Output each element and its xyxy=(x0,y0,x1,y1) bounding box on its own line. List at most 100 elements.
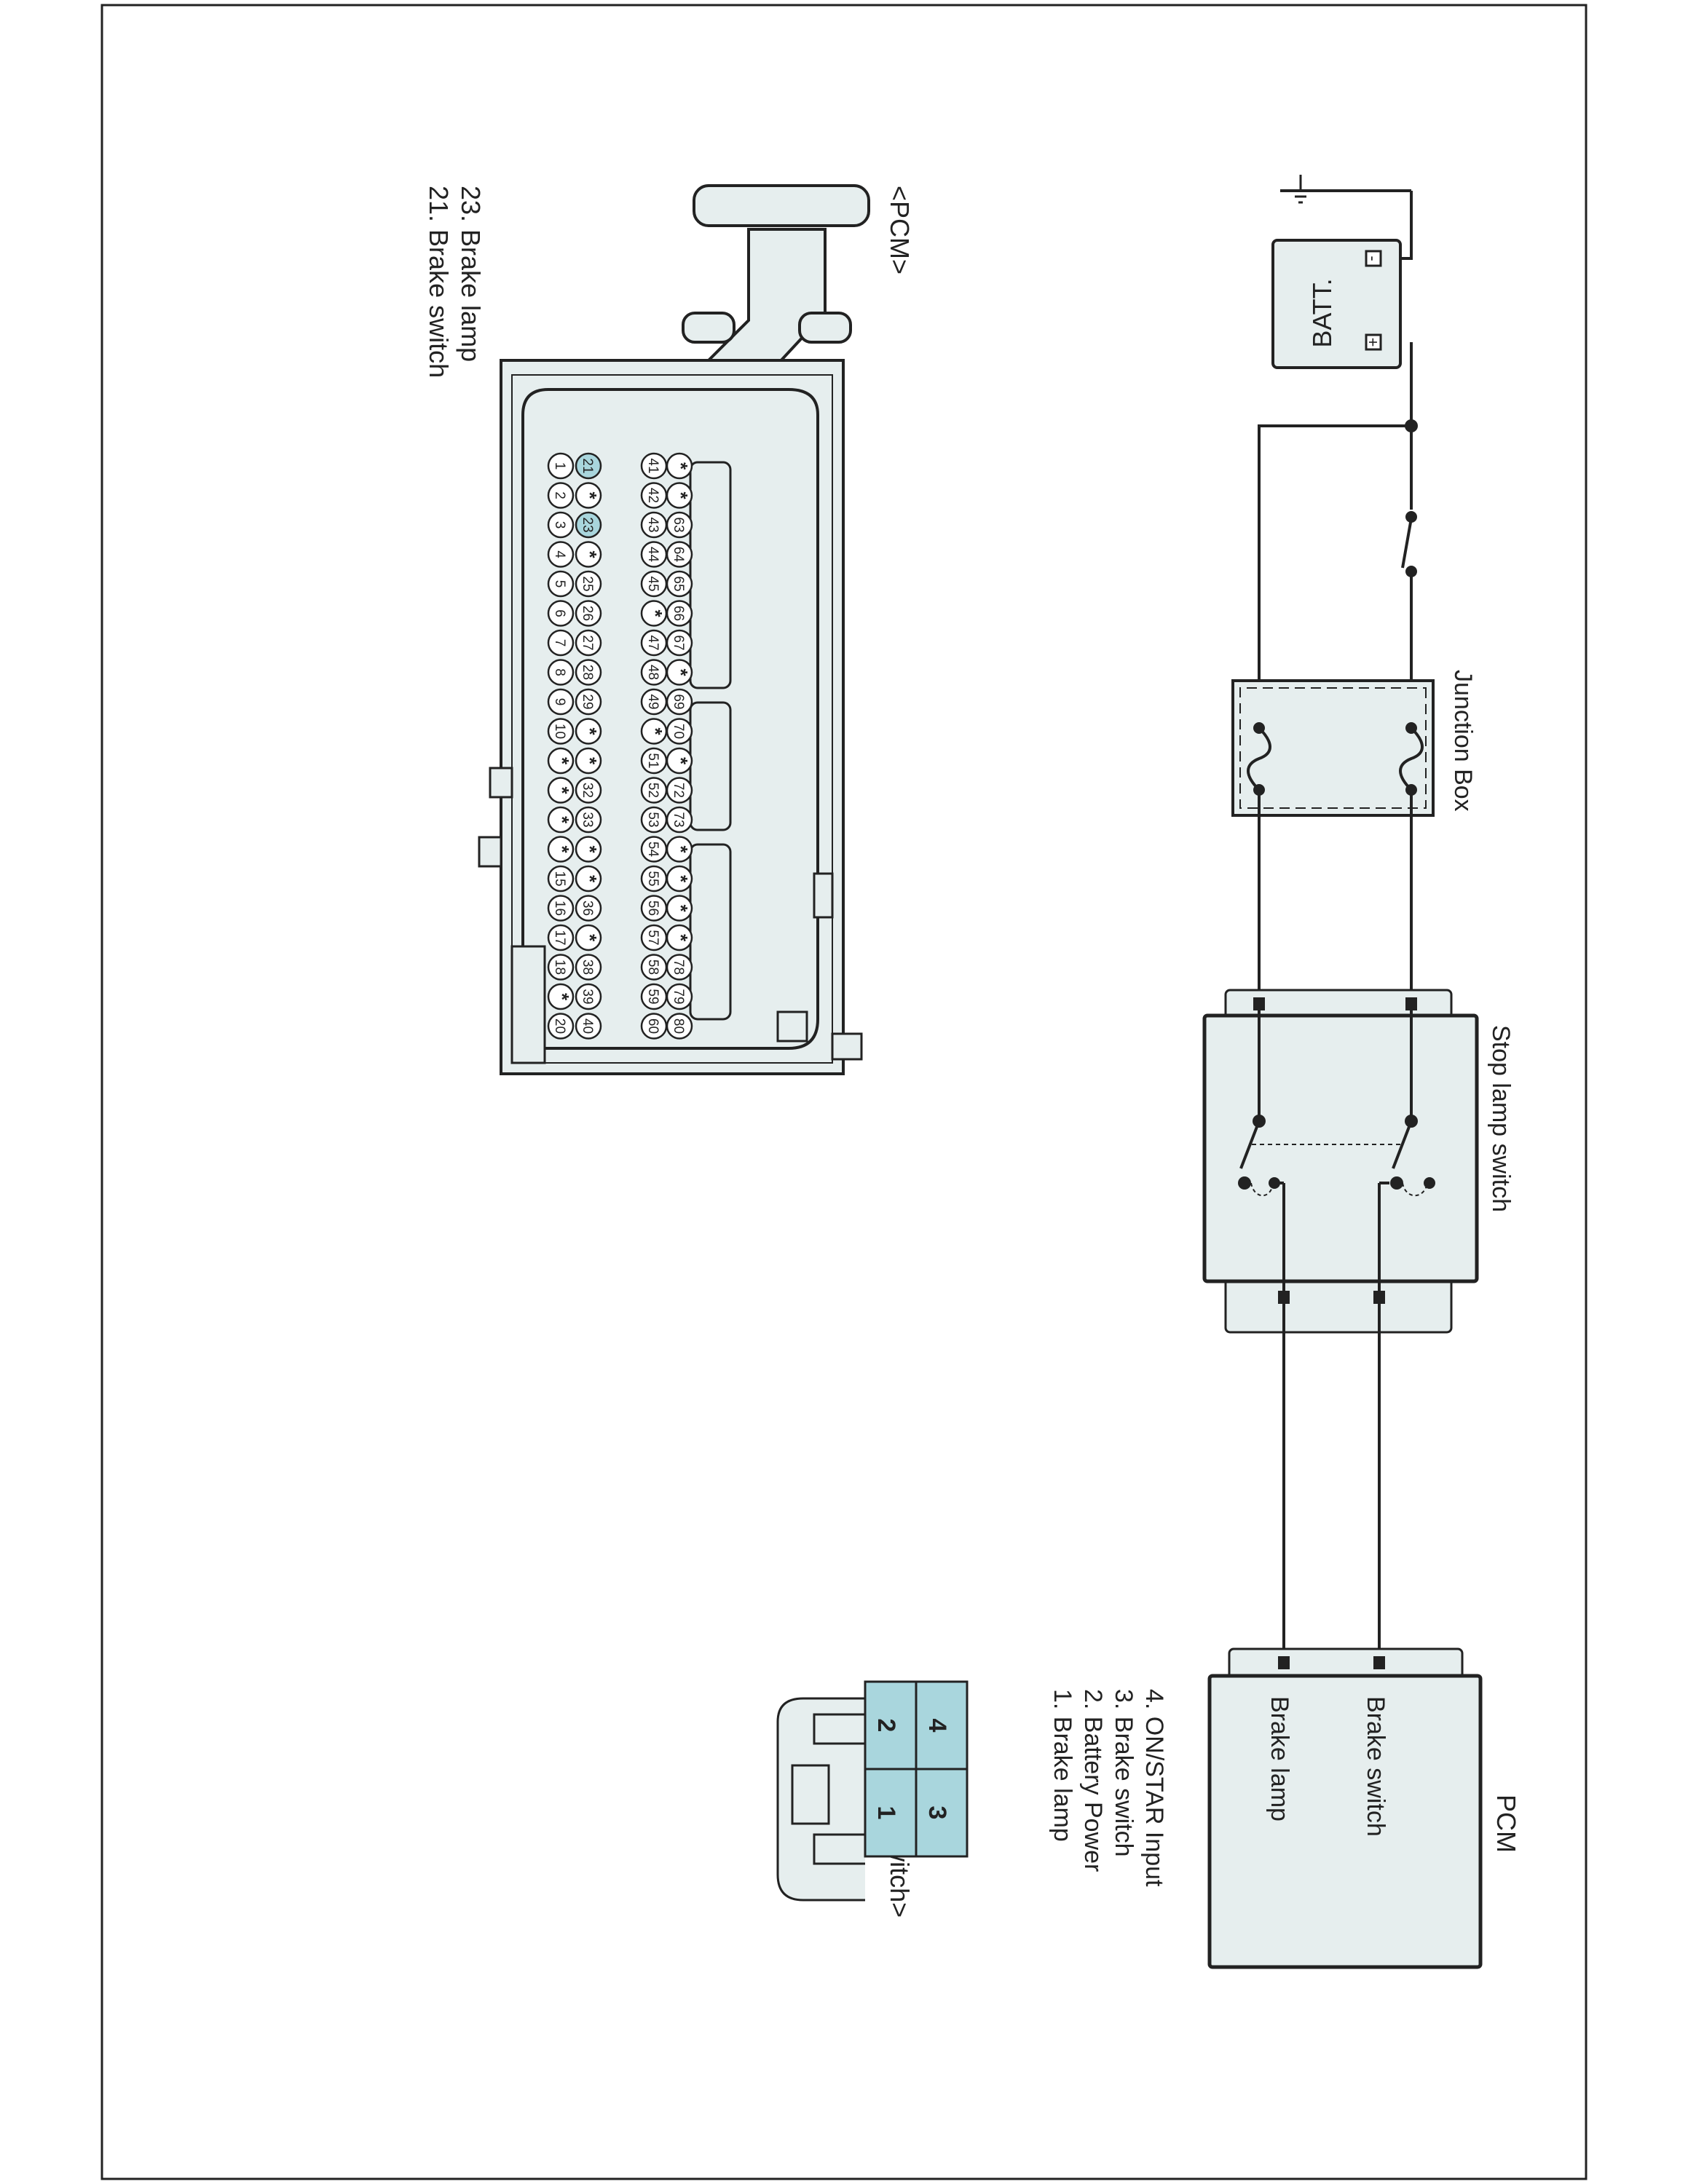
pcm-pin-label: 48 xyxy=(645,665,660,680)
pcm-pin: * xyxy=(575,747,602,775)
pcm-pin-label: 27 xyxy=(580,635,595,650)
pcm-pin: 47 xyxy=(640,629,668,657)
pcm-pin: 16 xyxy=(547,895,575,922)
pcm-pin: 5 xyxy=(547,570,575,598)
pcm-pin-label: 16 xyxy=(552,901,567,916)
pcm-pin: 43 xyxy=(640,511,668,539)
pcm-pin: * xyxy=(547,806,575,834)
pcm-pin: 80 xyxy=(666,1013,693,1040)
pcm-pin-label: 49 xyxy=(645,694,660,709)
stop-lamp-switch: Stop lamp switch xyxy=(1202,989,1515,1334)
pcm-pin-label: 67 xyxy=(671,635,686,650)
pcm-pin: 51 xyxy=(640,747,668,775)
pcm-pin-label: 5 xyxy=(552,580,567,588)
pcm-pin: 63 xyxy=(666,511,693,539)
pin-list-item: 3. Brake switch xyxy=(1110,1689,1137,1857)
pcm-pin-label: 6 xyxy=(552,609,567,617)
battery-minus-label: - xyxy=(1364,256,1382,261)
pcm-pin-label: * xyxy=(670,934,692,942)
pcm-pin-label: 69 xyxy=(671,694,686,709)
pcm-pin: 23 xyxy=(575,511,602,539)
pcm-pin: 18 xyxy=(547,954,575,981)
pcm-pin-label: 2 xyxy=(552,491,567,499)
pcm-pin: 27 xyxy=(575,629,602,657)
pcm-pin: 6 xyxy=(547,600,575,627)
pcm-pin-label: 36 xyxy=(580,901,595,916)
pcm-pin: * xyxy=(547,777,575,804)
pcm-connector-pin xyxy=(1278,1656,1290,1669)
pcm-center-slots xyxy=(689,461,732,1021)
switch-connector-pin xyxy=(1405,997,1417,1010)
pcm-pin: * xyxy=(640,718,668,745)
pcm-pin-brake-lamp-label: Brake lamp xyxy=(1266,1696,1293,1821)
pcm-pin: 55 xyxy=(640,865,668,893)
pcm-pin: 58 xyxy=(640,954,668,981)
junction-box-label: Junction Box xyxy=(1449,670,1477,812)
pcm-pin: 41 xyxy=(640,452,668,480)
pcm-pin-label: 3 xyxy=(552,521,567,529)
pcm-pin: * xyxy=(547,836,575,863)
schematic: - + BATT. xyxy=(1202,175,1521,1969)
pcm-pin-label: 28 xyxy=(580,665,595,680)
pcm-pin-label: * xyxy=(579,934,601,942)
pcm-pin: 56 xyxy=(640,895,668,922)
pcm-pin-label: * xyxy=(670,668,692,676)
pcm-pin-brake-switch-label: Brake switch xyxy=(1362,1696,1389,1837)
pcm-pin-label: 57 xyxy=(645,930,660,945)
pcm-pin: 38 xyxy=(575,954,602,981)
pcm-pin: * xyxy=(547,747,575,775)
pcm-pin-label: 26 xyxy=(580,606,595,621)
pin-list-item: 4. ON/STAR Input xyxy=(1140,1689,1168,1887)
pcm-pin: 40 xyxy=(575,1013,602,1040)
pcm-pin: * xyxy=(575,482,602,509)
pcm-pin-label: * xyxy=(644,727,666,735)
pcm-pin-label: 20 xyxy=(552,1018,567,1034)
pcm-pin-label: * xyxy=(670,757,692,765)
pcm-pin: * xyxy=(666,865,693,893)
pin-list-item: 2. Battery Power xyxy=(1079,1689,1107,1872)
pcm-pin: 72 xyxy=(666,777,693,804)
stop-lamp-pin-label: 1 xyxy=(872,1806,900,1820)
pcm-pin: 29 xyxy=(575,688,602,716)
pcm-pin: 28 xyxy=(575,659,602,686)
pcm-pin-label: 52 xyxy=(645,783,660,798)
pcm-pin-label: * xyxy=(670,845,692,853)
pcm-pin-label: 38 xyxy=(580,960,595,975)
pcm-pin: 67 xyxy=(666,629,693,657)
pcm-pin: 52 xyxy=(640,777,668,804)
junction-box: Junction Box xyxy=(1231,670,1477,817)
pcm-pin-label: 47 xyxy=(645,635,660,650)
battery-minus-terminal xyxy=(1365,250,1382,267)
fuse-icon xyxy=(1247,727,1271,791)
battery-label-text: BATT. xyxy=(1307,278,1337,347)
pcm-pin: 69 xyxy=(666,688,693,716)
battery: - + BATT. xyxy=(1271,239,1402,369)
pcm-pin: * xyxy=(666,924,693,951)
pcm-pin-label: 33 xyxy=(580,812,595,827)
pcm-pin-label: * xyxy=(670,904,692,912)
pcm-pin-label: 4 xyxy=(552,550,567,558)
pcm-pin: 7 xyxy=(547,629,575,657)
pcm-module: PCM Brake switch Brake lamp xyxy=(1207,1647,1521,1969)
pcm-pin-label: * xyxy=(670,875,692,883)
pcm-pin: * xyxy=(575,924,602,951)
pcm-pin-label: 66 xyxy=(671,606,686,621)
pin-list-item: 1. Brake lamp xyxy=(1049,1689,1076,1842)
stop-lamp-pin-list: 1. Brake lamp 2. Battery Power 3. Brake … xyxy=(1049,1689,1168,1887)
pcm-pin-label: * xyxy=(551,816,573,824)
pcm-pin-label: 9 xyxy=(552,698,567,706)
pcm-pin: 33 xyxy=(575,806,602,834)
pcm-pin: * xyxy=(575,865,602,893)
pcm-pin: * xyxy=(666,836,693,863)
pcm-pin-label: * xyxy=(579,757,601,765)
pcm-pin-label: 60 xyxy=(645,1018,660,1034)
pcm-pin-label: 53 xyxy=(645,812,660,827)
stop-lamp-pin-label: 4 xyxy=(923,1719,951,1733)
pcm-pin: * xyxy=(666,659,693,686)
pcm-pin-label: 55 xyxy=(645,871,660,886)
pcm-pin-label: * xyxy=(551,786,573,794)
pcm-pin-label: 65 xyxy=(671,576,686,591)
pcm-connector-harness xyxy=(682,184,870,365)
